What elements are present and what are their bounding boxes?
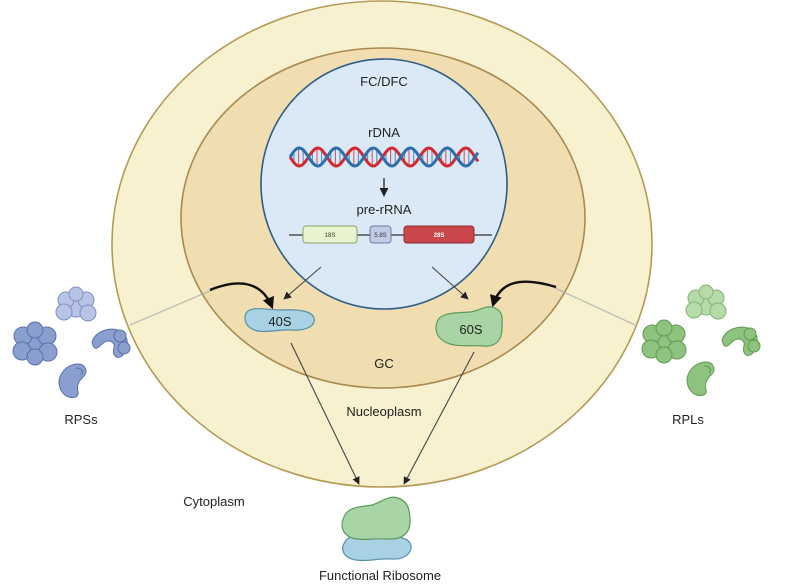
- export-arrow-40s: [290, 342, 360, 485]
- ribosomal-protein-icon: [55, 286, 97, 322]
- rps-guide-line: [129, 289, 213, 326]
- segment-5-8s: [369, 225, 392, 244]
- rps-protein-cluster: [12, 286, 131, 398]
- ribosomal-protein-icon: [686, 361, 715, 396]
- arrow-to-40s: [283, 266, 322, 300]
- dna-helix-icon: [288, 146, 480, 168]
- 60s-label: 60S: [459, 322, 482, 337]
- svg-text:5.8S: 5.8S: [374, 233, 386, 239]
- pre-rrna-label: pre-rRNA: [357, 202, 412, 217]
- ribosome-40s-icon: [244, 308, 315, 333]
- rps-import-arrow: [209, 282, 274, 310]
- 40s-label: 40S: [268, 314, 291, 329]
- export-arrow-60s: [403, 351, 475, 485]
- functional-ribosome-label: Functional Ribosome: [319, 568, 441, 583]
- svg-text:18S: 18S: [325, 233, 336, 239]
- fc-dfc-label: FC/DFC: [360, 74, 408, 89]
- gc-label: GC: [374, 356, 394, 371]
- arrow-to-60s: [431, 266, 469, 300]
- rpl-guide-line: [554, 287, 636, 326]
- ribosome-60s-icon: [435, 306, 503, 347]
- svg-text:28S: 28S: [434, 233, 445, 239]
- segment-18s: [302, 225, 358, 244]
- ribosomal-protein-icon: [58, 363, 87, 398]
- ribosomal-protein-icon: [721, 326, 761, 356]
- ribosomal-protein-icon: [12, 321, 58, 366]
- ribosomal-protein-icon: [641, 319, 687, 364]
- segment-28s: [403, 225, 475, 244]
- ribosomal-protein-icon: [91, 328, 131, 358]
- pre-rrna-transcript: 18S 5.8S 28S: [289, 225, 492, 244]
- rpls-label: RPLs: [672, 412, 704, 427]
- ribosomal-protein-icon: [685, 284, 727, 320]
- cytoplasm-label: Cytoplasm: [183, 494, 244, 509]
- rpl-import-arrow: [490, 280, 557, 308]
- rpl-protein-cluster: [641, 284, 761, 396]
- rpss-label: RPSs: [64, 412, 98, 427]
- functional-ribosome-icon: [341, 496, 412, 562]
- rdna-label: rDNA: [368, 125, 400, 140]
- nucleoplasm-label: Nucleoplasm: [346, 404, 421, 419]
